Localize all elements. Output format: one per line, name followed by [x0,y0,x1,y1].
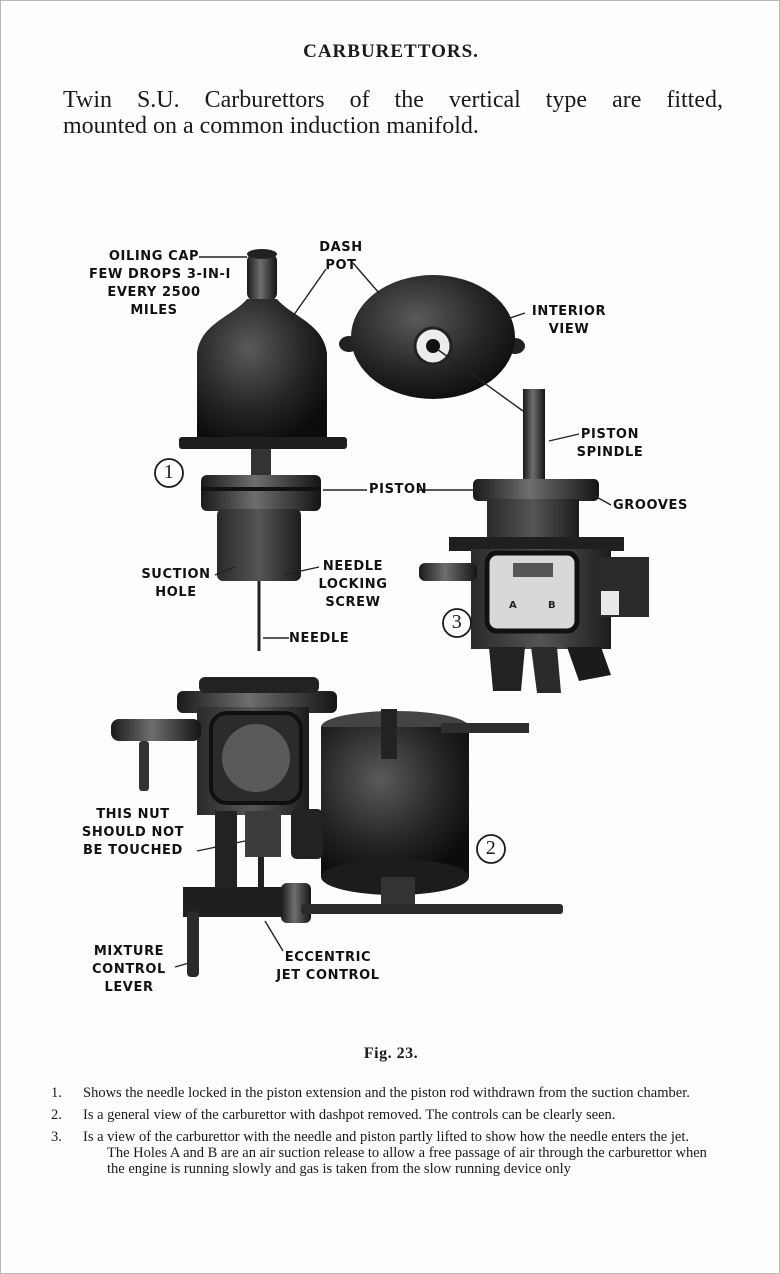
leader-lines-interior [352,262,526,412]
note-number: 2. [51,1107,62,1123]
note-item-2: 2. Is a general view of the carburettor … [49,1107,709,1123]
leader-lines-part1 [199,256,367,639]
note-item-3: 3. Is a view of the carburettor with the… [49,1129,709,1177]
intro-paragraph: Twin S.U. Carburettors of the vertical t… [63,87,723,139]
label-grooves: GROOVES [613,498,688,513]
label-piston: PISTON [369,482,428,497]
note-number: 1. [51,1085,62,1101]
figure-notes: 1. Shows the needle locked in the piston… [49,1085,709,1183]
label-needle: NEEDLE [289,631,350,646]
label-eccentric-jet-control: ECCENTRIC JET CONTROL [276,950,380,983]
figure-number-1: 1 [163,461,175,483]
note-text: Shows the needle locked in the piston ex… [83,1085,690,1101]
figure-number-2: 2 [485,837,497,859]
label-this-nut: THIS NUT SHOULD NOT BE TOUCHED [81,807,185,858]
hole-a-label: A [509,600,518,611]
label-suction-hole: SUCTION HOLE [141,567,211,600]
note-item-1: 1. Shows the needle locked in the piston… [49,1085,709,1101]
figure-number-3: 3 [451,611,463,633]
intro-line-2: mounted on a common induction manifold. [63,113,479,139]
figure-caption: Fig. 23. [363,1045,419,1062]
label-piston-spindle: PISTON SPINDLE [576,427,644,460]
note-text: Is a general view of the carburettor wit… [83,1107,616,1123]
label-oiling-cap: OILING CAP FEW DROPS 3-IN-I EVERY 2500 M… [89,249,231,318]
label-needle-locking-screw: NEEDLE LOCKING SCREW [318,559,388,610]
leader-lines-part2 [174,840,284,968]
circled-numbers [154,458,506,864]
label-mixture-control-lever: MIXTURE CONTROL LEVER [92,944,166,995]
page-heading: CARBURETTORS. [303,41,479,62]
interior-view-disc [339,275,525,399]
carburettor-part2 [111,677,563,977]
hole-b-label: B [548,600,557,611]
label-interior-view: INTERIOR VIEW [531,304,607,337]
note-number: 3. [51,1129,62,1145]
carburettor-part3 [419,389,649,693]
carburettor-figure [111,249,649,977]
dashpot-assembly [179,249,347,651]
note-text: Is a view of the carburettor with the ne… [83,1129,707,1177]
intro-line-1: Twin S.U. Carburettors of the vertical t… [63,87,723,113]
leader-lines-part3 [419,433,612,506]
label-dash-pot: DASH POT [319,240,363,273]
